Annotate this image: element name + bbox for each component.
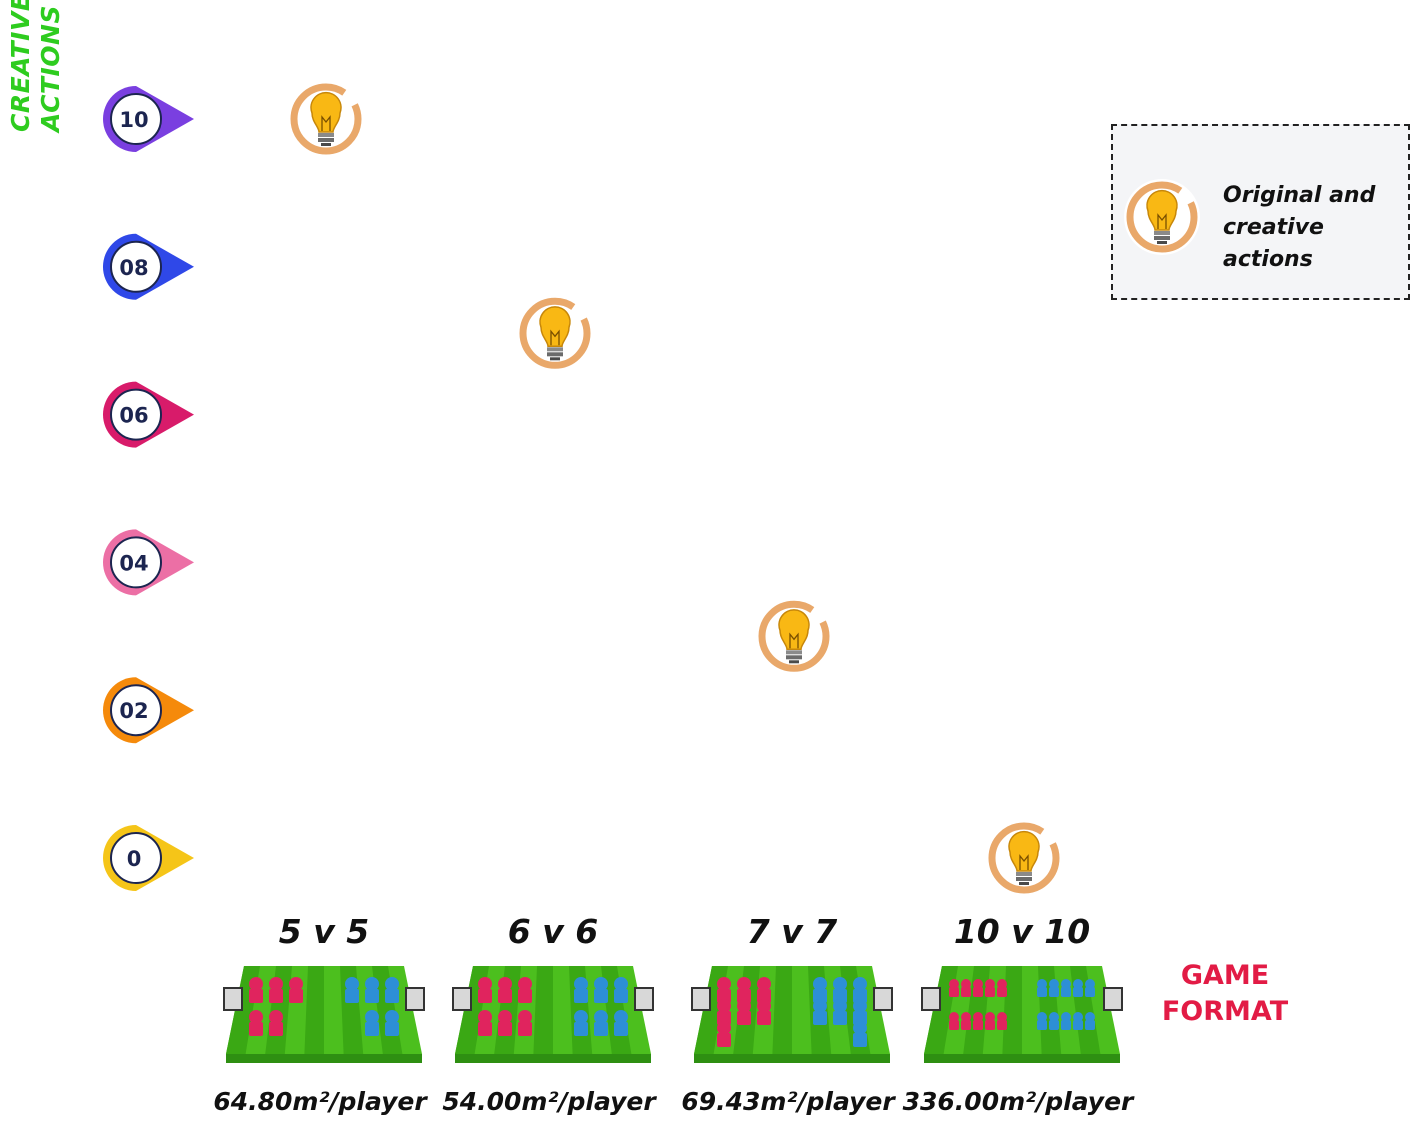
x-axis-title: GAME FORMAT xyxy=(1150,958,1300,1030)
y-tick-0: 0 xyxy=(103,825,194,891)
y-tick-8: 08 xyxy=(102,233,194,300)
y-tick-4: 04 xyxy=(103,529,194,596)
y-tick-label: 10 xyxy=(119,108,148,132)
y-tick-label: 04 xyxy=(119,551,148,575)
y-tick-10: 10 xyxy=(103,86,194,152)
legend: Original and creative actions xyxy=(1111,124,1410,300)
y-tick-label: 06 xyxy=(119,404,148,428)
pitch-illustration xyxy=(691,966,893,1063)
x-category-label: 6 v 6 xyxy=(508,912,598,951)
legend-label: Original and creative actions xyxy=(1223,183,1376,272)
legend-bulb-icon xyxy=(1119,174,1205,260)
data-point-4 xyxy=(986,820,1062,896)
x-category-label: 10 v 10 xyxy=(954,912,1090,951)
y-tick-label: 02 xyxy=(119,699,148,723)
data-point-2 xyxy=(517,295,593,371)
data-point-1 xyxy=(288,81,364,157)
area-per-player-label: 336.00m²/player xyxy=(903,1087,1135,1116)
pitch-illustration xyxy=(452,966,654,1063)
y-tick-label: 0 xyxy=(127,847,142,871)
x-axis-title-text: GAME FORMAT xyxy=(1161,960,1289,1027)
x-category-label: 7 v 7 xyxy=(747,912,837,951)
x-category-label: 5 v 5 xyxy=(279,912,369,951)
area-per-player-label: 64.80m²/player xyxy=(213,1087,428,1116)
area-per-player-label: 69.43m²/player xyxy=(681,1087,896,1116)
data-point-3 xyxy=(756,598,832,674)
pitch-illustration xyxy=(921,966,1123,1063)
y-tick-2: 02 xyxy=(103,677,194,744)
y-tick-6: 06 xyxy=(103,381,194,448)
area-per-player-label: 54.00m²/player xyxy=(442,1087,657,1116)
y-tick-label: 08 xyxy=(119,256,148,280)
pitch-illustration xyxy=(223,966,425,1063)
